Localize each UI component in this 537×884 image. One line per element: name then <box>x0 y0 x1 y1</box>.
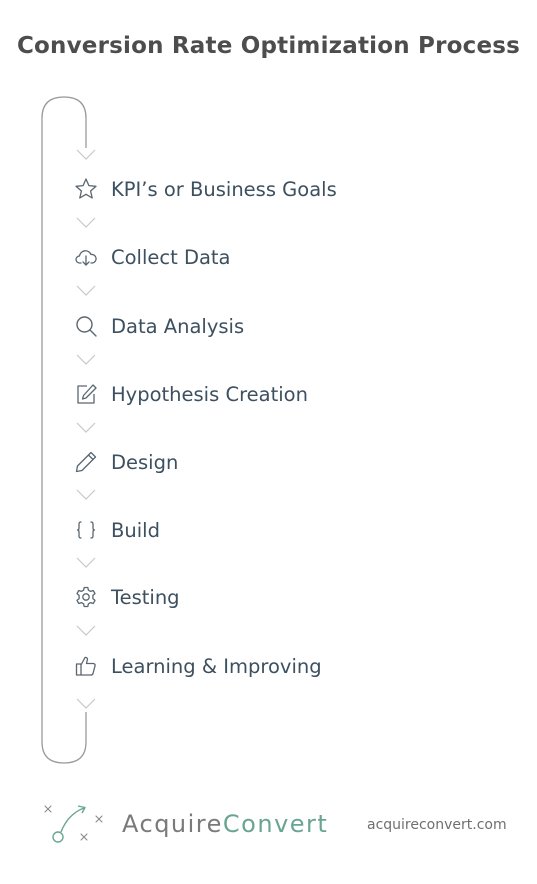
step-label: Build <box>111 518 160 542</box>
process-step-testing: Testing <box>74 583 180 611</box>
star-icon <box>74 177 98 201</box>
step-label: Data Analysis <box>111 314 245 338</box>
step-label: Design <box>111 450 179 474</box>
braces-icon <box>74 518 98 542</box>
step-label: KPI’s or Business Goals <box>111 177 337 201</box>
chevron-down-icon <box>76 625 96 636</box>
chevron-down-icon <box>76 489 96 500</box>
brand-name-part2: Convert <box>222 810 329 838</box>
step-label: Learning & Improving <box>111 654 322 678</box>
process-step-design: Design <box>74 448 178 476</box>
process-step-build: Build <box>74 516 160 544</box>
edit-icon <box>74 382 98 406</box>
gear-icon <box>74 585 98 609</box>
process-step-collect-data: Collect Data <box>74 243 231 271</box>
step-label: Testing <box>111 585 180 609</box>
chevron-down-icon <box>76 557 96 568</box>
website-url: acquireconvert.com <box>367 817 507 833</box>
chevron-down-icon <box>76 285 96 296</box>
chevron-down-icon <box>76 422 96 433</box>
process-step-kpis: KPI’s or Business Goals <box>74 175 337 203</box>
chevron-down-icon <box>76 698 96 709</box>
process-step-data-analysis: Data Analysis <box>74 312 244 340</box>
chevron-down-icon <box>76 354 96 365</box>
search-icon <box>74 314 98 338</box>
step-label: Hypothesis Creation <box>111 382 308 406</box>
brand-name: AcquireConvert <box>122 810 328 838</box>
acquireconvert-logo <box>44 805 103 843</box>
process-step-learning-improving: Learning & Improving <box>74 652 322 680</box>
chevron-down-icon <box>76 149 96 160</box>
cloud-download-icon <box>74 245 98 269</box>
page-title: Conversion Rate Optimization Process <box>16 33 521 59</box>
brand-name-part1: Acquire <box>122 810 223 838</box>
chevron-down-icon <box>76 217 96 228</box>
pencil-icon <box>74 450 98 474</box>
process-step-hypothesis-creation: Hypothesis Creation <box>74 380 308 408</box>
thumbs-up-icon <box>74 654 98 678</box>
step-label: Collect Data <box>111 245 231 269</box>
